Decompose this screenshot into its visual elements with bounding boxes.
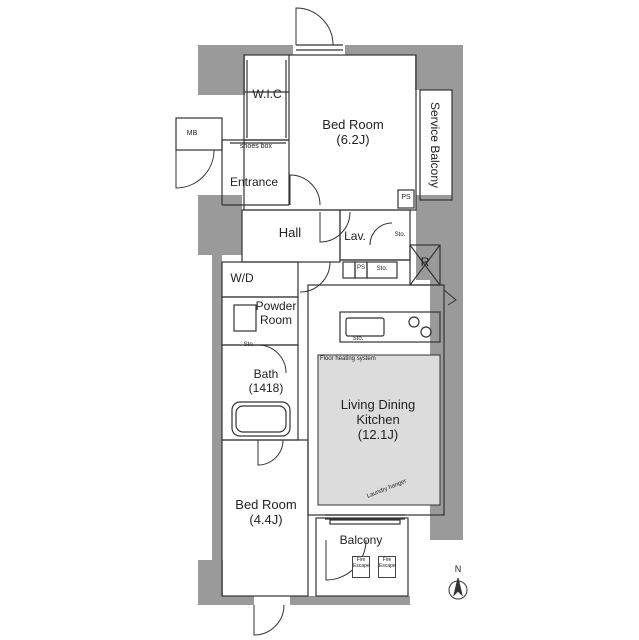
- refrigerator-label: R: [420, 255, 430, 269]
- service-balcony-label: Service Balcony: [428, 101, 442, 189]
- ldk-label: Living Dining Kitchen (12.1J): [340, 397, 416, 442]
- ps-label-2: PS: [356, 265, 365, 271]
- powder-room-label: Powder Room: [255, 299, 297, 327]
- entrance-label: Entrance: [229, 175, 279, 189]
- compass-label: N: [454, 564, 462, 574]
- sto-label-2: Sto.: [243, 342, 255, 348]
- bedroom-1-label: Bed Room (6.2J): [322, 117, 384, 147]
- wic-label: W.I.C: [252, 87, 282, 101]
- floor-heating-note: Floor heating system: [320, 356, 376, 362]
- sto-label-3: Sto.: [352, 336, 364, 342]
- ps-label-1: PS: [401, 194, 411, 201]
- mb-label: MB: [186, 130, 198, 137]
- structural-walls: [198, 45, 463, 605]
- north-arrow-icon: [448, 577, 468, 600]
- floor-heating-area: [317, 354, 441, 506]
- hall-label: Hall: [278, 225, 302, 240]
- bath-label: Bath (1418): [248, 367, 284, 395]
- bedroom-2-label: Bed Room (4.4J): [235, 497, 297, 527]
- balcony-label: Balcony: [339, 533, 383, 547]
- shoes-box-label: shoes box: [240, 143, 272, 150]
- sto-label-4: Sto.: [394, 232, 406, 238]
- fire-escape-2: Fire Escape: [378, 556, 396, 578]
- wd-label: W/D: [230, 271, 254, 285]
- lav-label: Lav.: [344, 229, 366, 243]
- fire-escape-1: Fire Escape: [352, 556, 370, 578]
- sto-label-1: Sto.: [376, 266, 388, 272]
